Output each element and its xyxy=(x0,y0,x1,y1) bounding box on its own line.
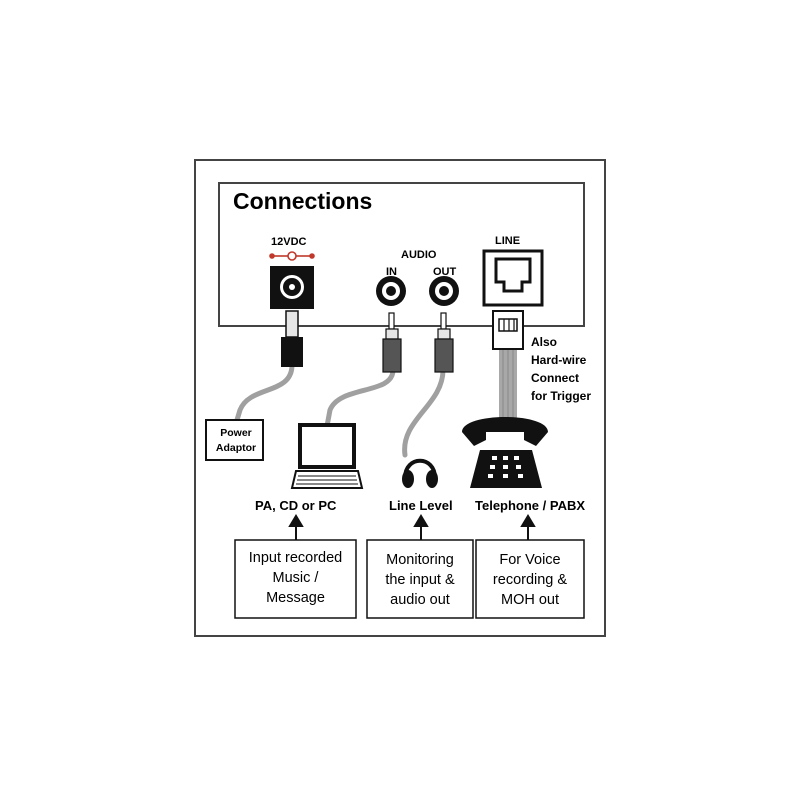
voice-desc-line1: For Voice xyxy=(499,552,561,568)
line-label: LINE xyxy=(495,235,521,247)
audio-in-jack xyxy=(376,276,406,306)
laptop-icon xyxy=(290,423,364,489)
line-level-cable xyxy=(402,367,446,458)
audio-out-plug xyxy=(434,312,454,373)
input-desc-line1: Input recorded xyxy=(248,550,343,566)
line-level-label: Line Level xyxy=(389,498,453,513)
line-socket xyxy=(482,249,544,307)
input-desc-line3: Message xyxy=(266,590,325,606)
power-adaptor-label-line1: Power xyxy=(220,427,252,439)
power-label: 12VDC xyxy=(271,236,307,248)
power-adaptor-label: Power Adaptor xyxy=(210,426,262,456)
cables xyxy=(234,362,446,458)
audio-in-plug xyxy=(382,312,402,373)
monitor-desc-line2: the input & xyxy=(385,572,455,588)
input-description: Input recorded Music / Message xyxy=(235,548,356,608)
trigger-note: Also Hard-wire Connect for Trigger xyxy=(531,333,591,405)
dc-polarity-symbol xyxy=(269,251,315,261)
input-desc-line2: Music / xyxy=(272,570,319,586)
diagram-title: Connections xyxy=(233,188,373,214)
voice-desc-line3: MOH out xyxy=(500,592,559,608)
audio-in-label: IN xyxy=(386,266,397,278)
audio-out-label: OUT xyxy=(433,266,457,278)
pc-device-label: PA, CD or PC xyxy=(255,498,337,513)
telephone-icon xyxy=(462,417,548,488)
power-jack xyxy=(270,266,314,309)
device-panel xyxy=(218,182,585,327)
power-adaptor-label-line2: Adaptor xyxy=(215,442,257,454)
monitor-desc-line1: Monitoring xyxy=(386,552,454,568)
trigger-note-line1: Also xyxy=(531,335,558,349)
audio-label: AUDIO xyxy=(401,249,437,261)
monitor-desc-line3: audio out xyxy=(390,592,450,608)
pc-cable xyxy=(324,367,396,429)
monitor-description: Monitoring the input & audio out xyxy=(367,550,473,610)
monitor-desc-box xyxy=(366,539,474,619)
outer-frame xyxy=(194,159,606,637)
power-adaptor-box xyxy=(205,419,264,461)
headphones-icon xyxy=(402,458,438,488)
telephone-device-label: Telephone / PABX xyxy=(475,498,586,513)
voice-description: For Voice recording & MOH out xyxy=(476,550,584,610)
audio-out-jack xyxy=(429,276,459,306)
input-desc-box xyxy=(234,539,357,619)
power-plug xyxy=(281,310,303,367)
trigger-note-line2: Hard-wire xyxy=(531,353,587,367)
rj11-plug xyxy=(492,310,524,350)
trigger-note-line3: Connect xyxy=(531,371,579,385)
voice-desc-line2: recording & xyxy=(492,572,568,588)
power-cable xyxy=(234,362,295,423)
phone-cable xyxy=(499,350,517,420)
voice-desc-box xyxy=(475,539,585,619)
trigger-note-line4: for Trigger xyxy=(531,389,592,403)
arrows xyxy=(288,514,536,540)
